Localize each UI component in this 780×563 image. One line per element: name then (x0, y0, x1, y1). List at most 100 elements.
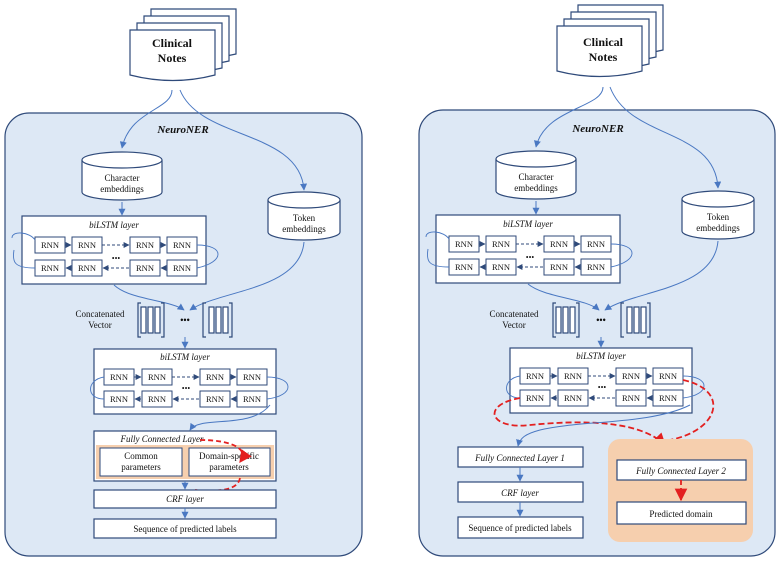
left-seq-label: Sequence of predicted labels (133, 524, 237, 534)
right-red-dashed-split (493, 397, 666, 446)
right-concat-label-2: Vector (502, 320, 526, 330)
left-bilstm2-rnn-cells (103, 368, 268, 408)
rnn-label: RNN (148, 372, 166, 382)
right-seq-box (457, 516, 584, 539)
right-seq-label: Sequence of predicted labels (468, 523, 572, 533)
left-bilstm1-title: biLSTM layer (89, 220, 139, 230)
rnn-label: RNN (550, 262, 568, 272)
right-red-dashed-split-2 (669, 379, 715, 441)
left-arrow-token-to-concat (189, 241, 305, 311)
rnn-label: RNN (148, 394, 166, 404)
rnn-label: RNN (622, 371, 640, 381)
rnn-label: RNN (78, 240, 96, 250)
rnn-label: RNN (492, 239, 510, 249)
rnn-label: RNN (455, 262, 473, 272)
right-char-embeddings-label-2: embeddings (514, 183, 558, 193)
rnn-cell (71, 259, 103, 277)
left-char-embeddings-cylinder (81, 151, 163, 201)
right-arrow-bilstm2-to-fc1 (516, 404, 691, 447)
left-seq-box (93, 518, 277, 539)
right-bilstm2-rnn-cells (519, 367, 684, 407)
rnn-label: RNN (243, 372, 261, 382)
left-char-embeddings-label-2: embeddings (100, 184, 144, 194)
right-arrow-notes-to-char (534, 86, 604, 148)
rnn-cell (485, 258, 517, 276)
right-crf-label: CRF layer (501, 488, 539, 498)
right-arrow-notes-to-token (609, 86, 722, 189)
right-clinical-notes-icon (556, 4, 664, 78)
right-predicted-domain-box (616, 501, 747, 525)
left-arrow-notes-to-token (179, 89, 308, 191)
rnn-label: RNN (206, 372, 224, 382)
right-arrow-token-to-concat (604, 240, 719, 311)
left-concat-label-2: Vector (88, 320, 112, 330)
left-arrow-notes-to-char (119, 89, 173, 149)
left-concat-vector-icon (137, 302, 233, 338)
rnn-label: RNN (136, 240, 154, 250)
left-bilstm2-title: biLSTM layer (160, 352, 210, 362)
left-arrow-bilstm2-to-fc (189, 404, 271, 431)
rnn-cell (543, 258, 575, 276)
left-crf-label: CRF layer (166, 494, 204, 504)
left-token-embeddings-label-1: Token (293, 213, 316, 223)
rnn-label: RNN (243, 394, 261, 404)
left-common-params-box (99, 447, 183, 477)
right-diagram: Clinical Notes NeuroNER Character embedd… (418, 4, 776, 557)
rnn-label: RNN (587, 239, 605, 249)
right-fc1-label: Fully Connected Layer 1 (474, 453, 565, 463)
left-common-params-label-2: parameters (121, 462, 161, 472)
right-panel-title: NeuroNER (571, 123, 623, 135)
rnn-label: RNN (564, 371, 582, 381)
rnn-label: RNN (78, 263, 96, 273)
right-concat-ellipsis: ••• (596, 315, 605, 325)
left-bilstm1-ellipsis: ••• (112, 254, 121, 263)
left-fc-title: Fully Connected Layer (120, 434, 204, 444)
rnn-label: RNN (206, 394, 224, 404)
left-concat-ellipsis: ••• (180, 315, 189, 325)
left-token-embeddings-label-2: embeddings (282, 224, 326, 234)
right-bilstm1-rnn-cells (448, 235, 612, 276)
rnn-cell (141, 390, 173, 408)
rnn-cell (557, 389, 589, 407)
rnn-label: RNN (136, 263, 154, 273)
right-bilstm1-ellipsis: ••• (526, 253, 535, 262)
left-clinical-notes-icon (129, 8, 237, 82)
left-red-dashed-arrow-1 (199, 439, 252, 464)
right-concat-vector-icon (552, 302, 651, 338)
right-bilstm1-title: biLSTM layer (503, 219, 553, 229)
left-bilstm2-ellipsis: ••• (182, 384, 191, 393)
rnn-label: RNN (659, 371, 677, 381)
left-arrow-bilstm1-to-concat (113, 284, 185, 311)
rnn-label: RNN (173, 263, 191, 273)
rnn-label: RNN (587, 262, 605, 272)
left-panel-title: NeuroNER (156, 124, 208, 136)
rnn-label: RNN (110, 394, 128, 404)
right-token-embeddings-label-1: Token (707, 212, 730, 222)
left-domain-params-label-2: parameters (209, 462, 249, 472)
right-arrow-bilstm1-to-concat (527, 283, 600, 311)
rnn-label: RNN (41, 263, 59, 273)
rnn-label: RNN (622, 393, 640, 403)
left-concat-label-1: Concatenated (76, 309, 125, 319)
left-diagram: Clinical Notes NeuroNER Character embedd… (4, 8, 363, 557)
left-bilstm1-rnn-cells (34, 236, 198, 277)
rnn-cell (199, 390, 231, 408)
rnn-label: RNN (526, 393, 544, 403)
left-token-embeddings-cylinder (267, 191, 341, 241)
rnn-label: RNN (550, 239, 568, 249)
rnn-label: RNN (526, 371, 544, 381)
rnn-label: RNN (110, 372, 128, 382)
left-clinical-notes-label-2: Notes (158, 51, 187, 65)
right-char-embeddings-cylinder (495, 150, 577, 200)
right-token-embeddings-label-2: embeddings (696, 223, 740, 233)
left-common-params-label-1: Common (124, 451, 158, 461)
rnn-label: RNN (564, 393, 582, 403)
rnn-label: RNN (41, 240, 59, 250)
rnn-label: RNN (173, 240, 191, 250)
left-clinical-notes-label-1: Clinical (152, 36, 193, 50)
rnn-label: RNN (492, 262, 510, 272)
rnn-cell (615, 389, 647, 407)
left-domain-params-box (188, 447, 271, 477)
left-char-embeddings-label-1: Character (105, 173, 140, 183)
